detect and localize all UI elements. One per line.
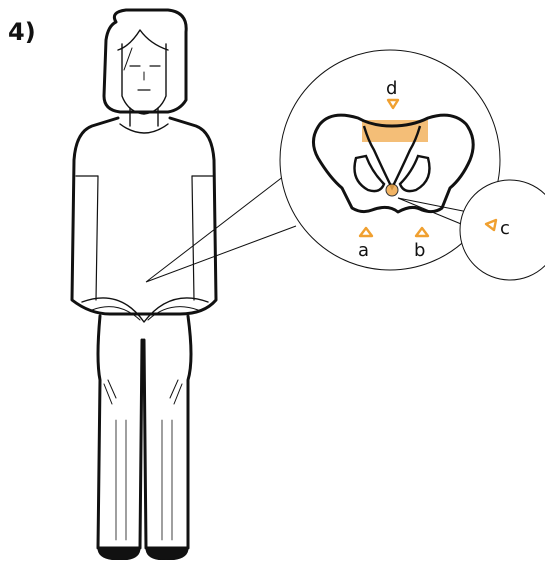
right-leg: [144, 316, 191, 548]
hair: [104, 10, 186, 112]
left-arm: [96, 176, 98, 300]
person-figure: [72, 10, 216, 560]
right-arm: [192, 176, 194, 300]
step-number: 4): [8, 18, 36, 46]
right-shoe: [146, 548, 188, 560]
label-d: d: [386, 78, 397, 99]
bangs: [118, 30, 168, 50]
label-a: a: [358, 240, 369, 261]
left-leg: [98, 316, 142, 548]
label-c: c: [500, 218, 510, 239]
callout-pointer: [146, 176, 296, 282]
label-b: b: [414, 240, 425, 261]
coccyx-highlight: [386, 184, 398, 196]
left-shoe: [98, 548, 140, 560]
shirt: [72, 118, 216, 314]
